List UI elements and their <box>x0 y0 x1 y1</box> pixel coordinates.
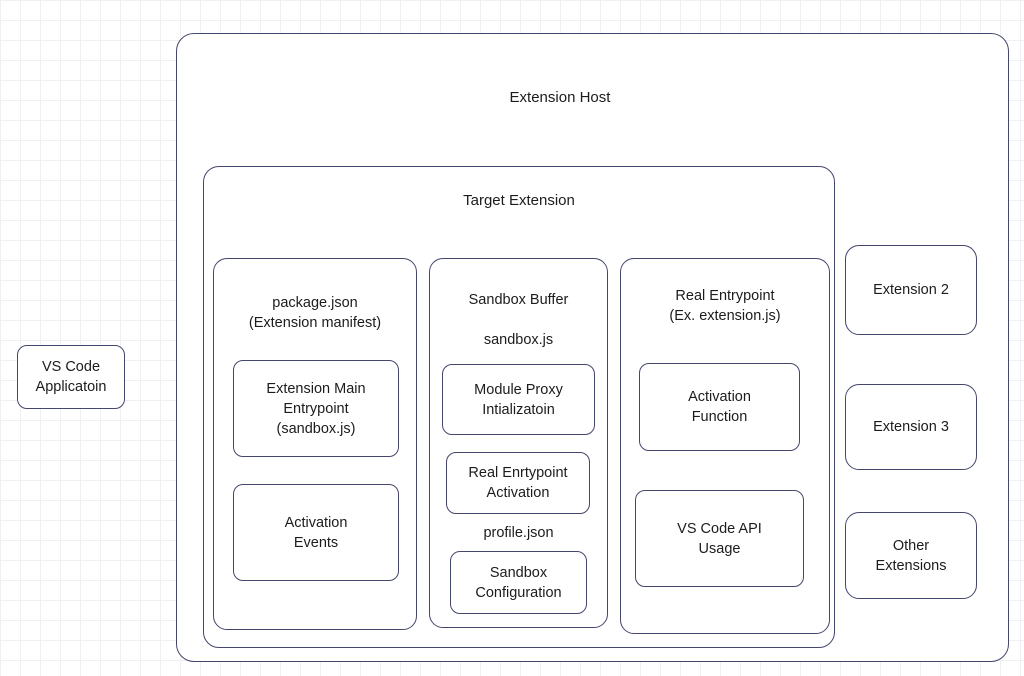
activation-function-box: Activation Function <box>639 363 800 451</box>
package-json-title: package.json (Extension manifest) <box>248 295 382 331</box>
sandbox-buffer-title: Sandbox Buffer <box>468 292 569 308</box>
extension-main-entrypoint-box: Extension Main Entrypoint (sandbox.js) <box>233 360 399 457</box>
sandbox-js-label: sandbox.js <box>483 332 554 348</box>
extension-host-title: Extension Host <box>509 89 611 106</box>
real-entrypoint-activation-box: Real Enrtypoint Activation <box>446 452 590 514</box>
extension-3-box: Extension 3 <box>845 384 977 470</box>
other-extensions-box: Other Extensions <box>845 512 977 599</box>
vscode-api-usage-box: VS Code API Usage <box>635 490 804 587</box>
profile-json-label: profile.json <box>483 525 554 541</box>
activation-events-box: Activation Events <box>233 484 399 581</box>
sandbox-configuration-box: Sandbox Configuration <box>450 551 587 614</box>
target-extension-title: Target Extension <box>463 192 575 209</box>
extension-2-box: Extension 2 <box>845 245 977 335</box>
module-proxy-initialization-box: Module Proxy Intializatoin <box>442 364 595 435</box>
vscode-application-box: VS Code Applicatoin <box>17 345 125 409</box>
real-entrypoint-title: Real Entrypoint (Ex. extension.js) <box>669 288 781 324</box>
